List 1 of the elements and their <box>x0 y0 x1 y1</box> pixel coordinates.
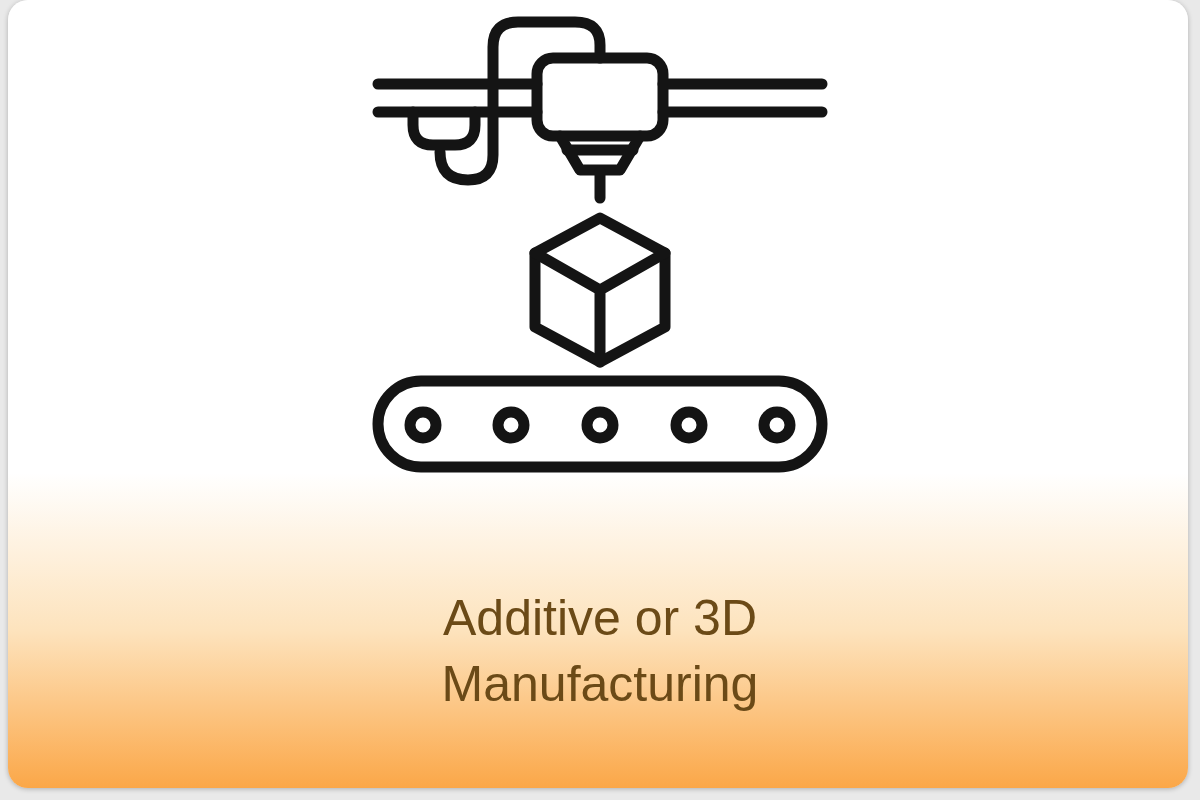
title: Additive or 3D Manufacturing <box>440 589 760 714</box>
